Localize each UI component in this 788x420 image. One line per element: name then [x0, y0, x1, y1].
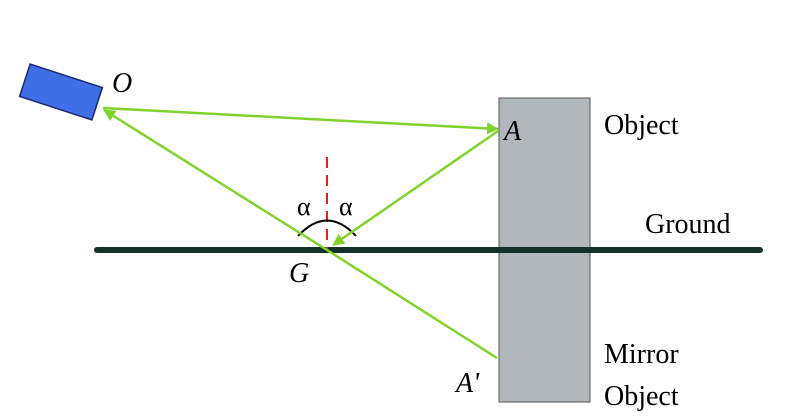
label-mirror-line2: Object [604, 381, 679, 412]
ray-object-to-ground [332, 129, 499, 247]
ray-ground-to-camera [103, 108, 328, 252]
label-object: Object [604, 110, 679, 141]
label-mirror-point: A' [454, 368, 480, 399]
label-camera-point: O [112, 68, 132, 99]
label-ground-point: G [289, 258, 309, 289]
label-angle-left: α [297, 192, 311, 221]
label-angle-right: α [339, 192, 353, 221]
label-ground: Ground [645, 209, 731, 240]
angle-arc [297, 219, 357, 237]
label-object-point: A [502, 116, 522, 147]
ray-camera-to-object [102, 106, 499, 135]
ray-ground-to-mirror [326, 248, 498, 360]
camera-icon [18, 63, 104, 121]
label-mirror-line1: Mirror [604, 339, 679, 370]
